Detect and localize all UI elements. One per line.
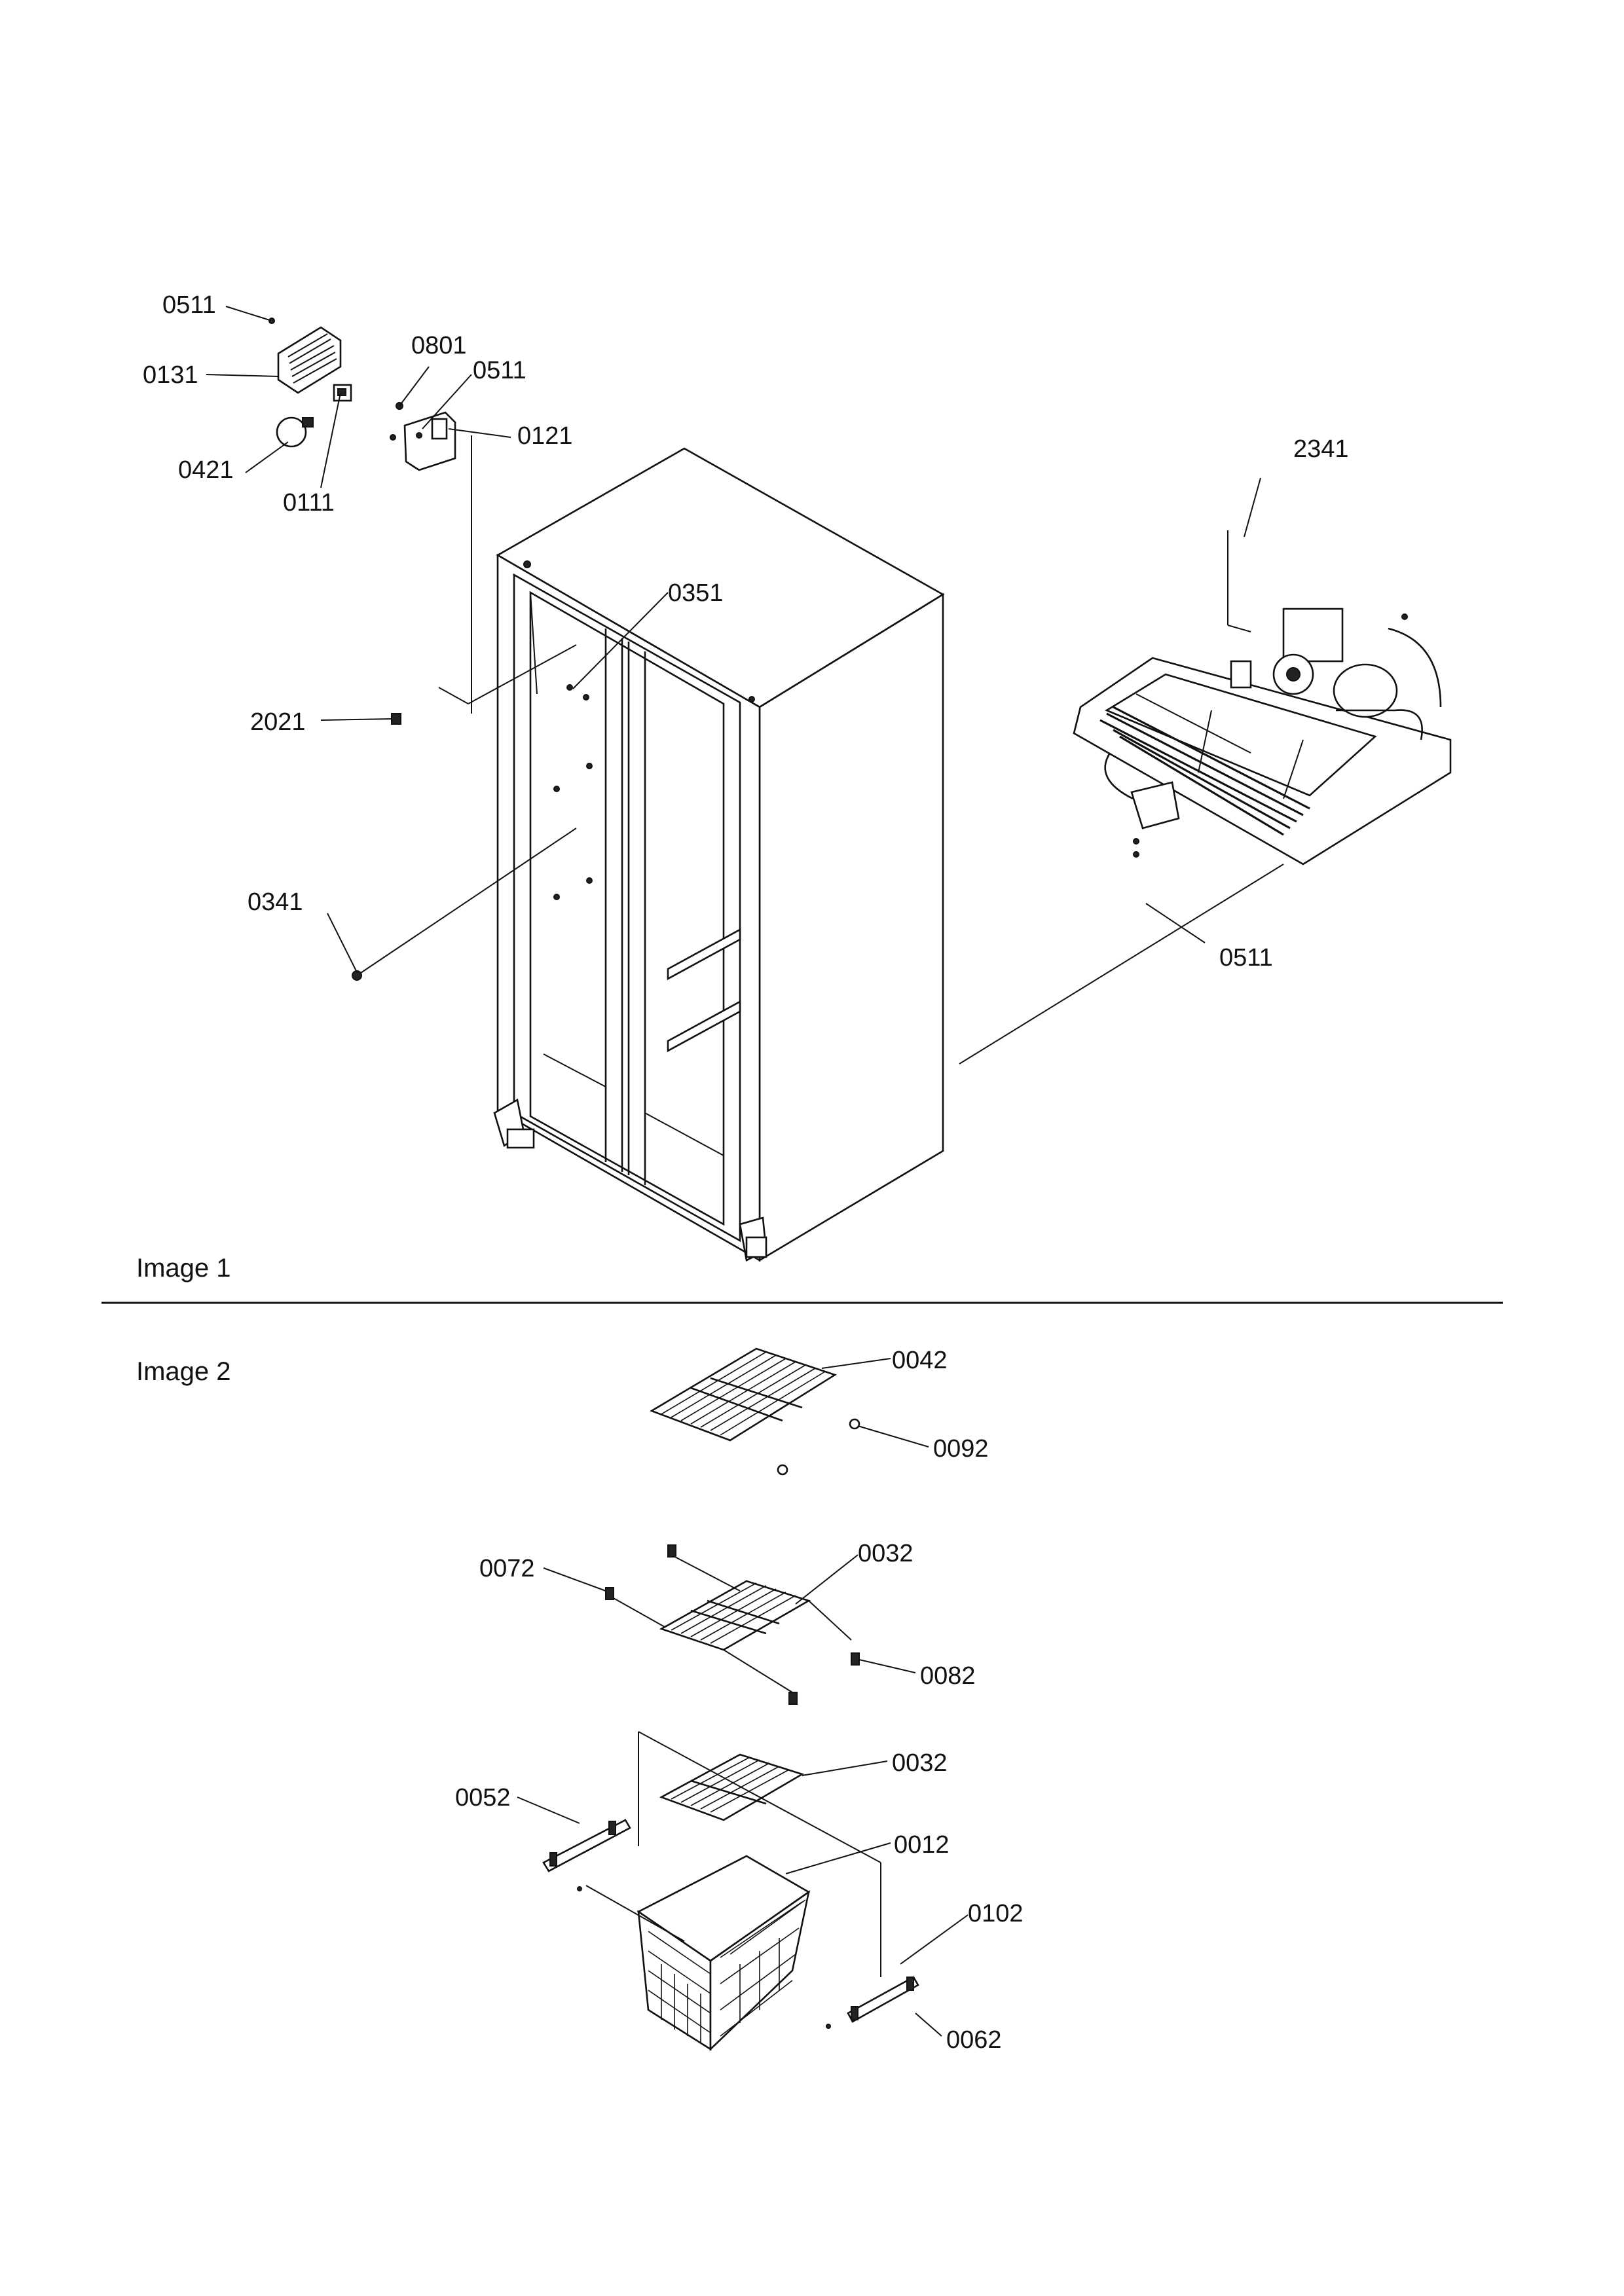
machine-compartment-part: [1073, 608, 1452, 866]
callout-0052: 0052: [455, 1784, 511, 1812]
light-housing-part: [390, 402, 456, 471]
image1-leaders: [206, 306, 1284, 1065]
section-label-image-1: Image 1: [136, 1254, 231, 1283]
callout-0102: 0102: [968, 1900, 1024, 1927]
callout-0511-machine: 0511: [1219, 944, 1273, 972]
light-cover-part: [277, 326, 342, 394]
wire-shelf-small-lower: [659, 1753, 805, 1821]
callout-0801: 0801: [411, 332, 467, 359]
callout-0042: 0042: [892, 1347, 948, 1374]
light-socket-part: [333, 384, 352, 402]
basket-slide-right: [826, 1976, 919, 2029]
callout-0121: 0121: [517, 422, 573, 450]
callout-0511-top: 0511: [162, 291, 216, 319]
callout-0092: 0092: [933, 1435, 989, 1463]
callout-0341: 0341: [248, 888, 303, 916]
callout-2021: 2021: [250, 708, 306, 736]
cabinet-body: [493, 447, 945, 1262]
section-label-image-2: Image 2: [136, 1357, 231, 1386]
callout-0062: 0062: [946, 2026, 1002, 2054]
callout-0111: 0111: [283, 489, 335, 517]
callout-0072: 0072: [479, 1555, 535, 1582]
wire-shelf-large: [650, 1347, 860, 1476]
callout-2341: 2341: [1293, 435, 1349, 463]
wire-shelf-small-upper: [605, 1544, 860, 1705]
callout-0131: 0131: [143, 361, 198, 389]
callout-0351: 0351: [668, 579, 724, 607]
callout-0032-upper: 0032: [858, 1540, 913, 1567]
callout-0511-light: 0511: [473, 357, 526, 384]
callout-0012: 0012: [894, 1831, 950, 1859]
callout-0082: 0082: [920, 1662, 976, 1690]
light-bulb-part: [276, 416, 314, 448]
callout-0032-lower: 0032: [892, 1749, 948, 1777]
basket-slide-left: [542, 1819, 631, 1891]
callout-0421: 0421: [178, 456, 234, 484]
wire-basket: [637, 1855, 811, 2052]
image2-leaders: [517, 1358, 969, 2037]
